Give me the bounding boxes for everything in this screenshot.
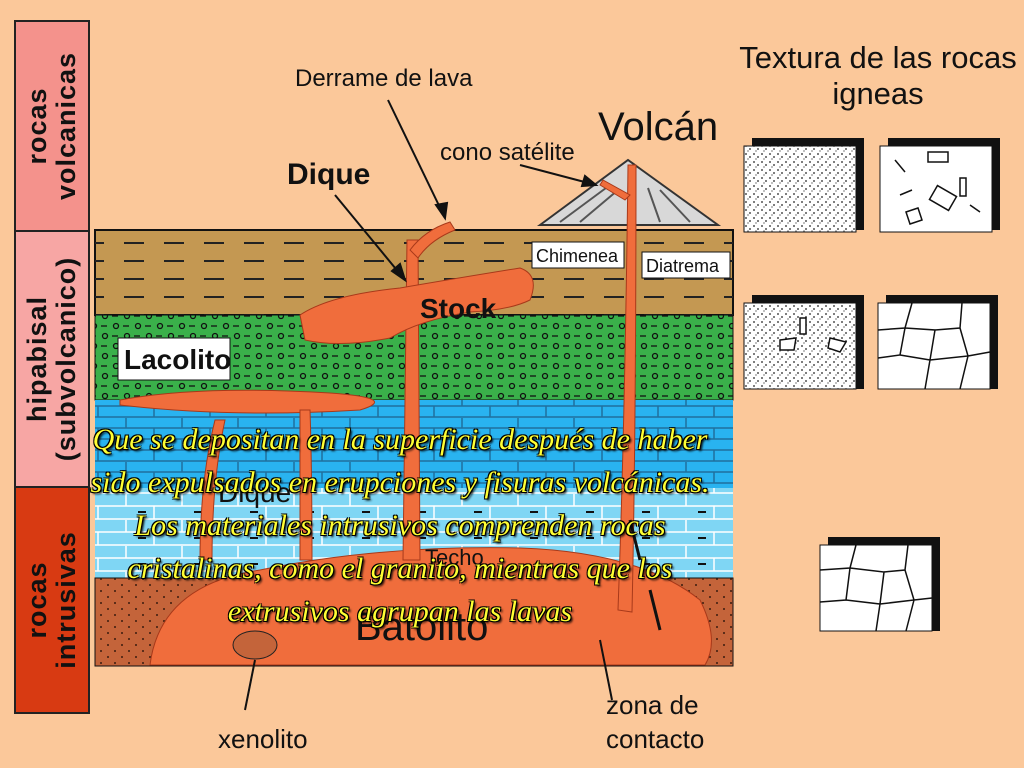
- label-volcano: Volcán: [598, 105, 718, 149]
- label-xenolith: xenolito: [218, 724, 308, 754]
- texture-panel-title: Textura de las rocas igneas: [739, 40, 1017, 111]
- annotation-arrows: [244, 99, 613, 711]
- texture-coarse: [819, 544, 933, 632]
- label-chimney: Chimenea: [536, 246, 619, 266]
- label-satellite-cone: cono satélite: [440, 139, 575, 166]
- texture-aphanitic: [743, 145, 857, 233]
- label-batholith: Batolito: [355, 605, 488, 649]
- label-sill-partial: Techo: [425, 545, 484, 570]
- texture-phaneritic: [877, 302, 991, 390]
- label-dike-lower: Dique: [218, 477, 291, 508]
- label-stock: Stock: [420, 293, 497, 324]
- label-dike-top: Dique: [287, 158, 370, 191]
- sidebar-intrusive-rocks: rocas intrusivas: [14, 486, 90, 714]
- label-contact-zone-line2: contacto: [606, 724, 704, 754]
- sidebar-volcanic-rocks: rocas volcanicas: [14, 20, 90, 232]
- slide-caption: Que se depositan en la superficie despué…: [90, 423, 710, 628]
- magma-intrusions: [119, 164, 712, 666]
- texture-samples: [743, 138, 1000, 632]
- sidebar-hypabyssal-rocks: hipabisal (subvolcanico): [14, 230, 90, 488]
- label-laccolith: Lacolito: [124, 344, 231, 375]
- label-diatreme: Diatrema: [646, 256, 720, 276]
- label-contact-zone-line1: zona de: [606, 690, 699, 720]
- label-lava-flow: Derrame de lava: [295, 65, 473, 92]
